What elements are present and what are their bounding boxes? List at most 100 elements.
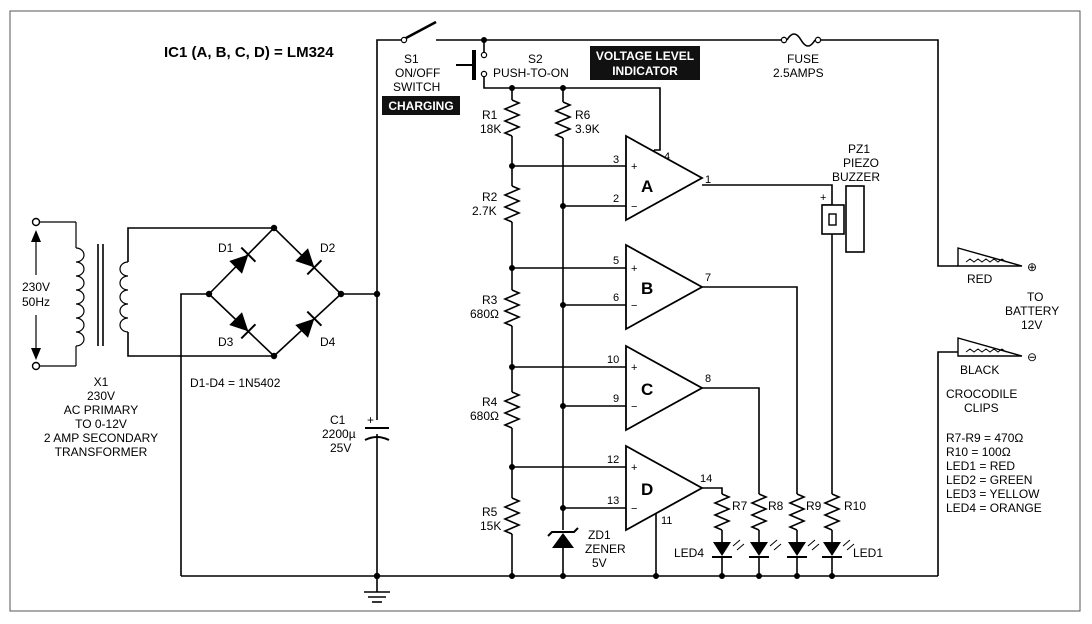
r7-label: R7	[732, 499, 748, 513]
transformer-x1: X1 230V AC PRIMARY TO 0-12V 2 AMP SECOND…	[44, 222, 158, 459]
charging-label: CHARGING	[388, 99, 453, 113]
legend-line-2: R10 = 100Ω	[946, 445, 1011, 459]
battery-line-1: TO	[1027, 290, 1043, 304]
c1-plus: +	[367, 413, 374, 427]
pin-9: 9	[613, 393, 619, 405]
d4-label: D4	[320, 335, 336, 349]
ac-input: 230V 50Hz	[22, 217, 76, 371]
r4-label: R4	[482, 395, 498, 409]
frame	[9, 10, 1081, 612]
fuse: FUSE 2.5AMPS	[773, 33, 824, 80]
x1-line-4: TO 0-12V	[75, 417, 127, 431]
pin-11: 11	[661, 515, 672, 527]
output-wiring	[702, 184, 833, 494]
s1-label: S1	[404, 52, 419, 66]
pz1-type: PIEZO	[843, 156, 879, 170]
r1-value: 18K	[480, 122, 501, 136]
ac-voltage-label: 230V	[22, 280, 50, 294]
pin-1: 1	[705, 174, 711, 186]
opamp-a-label: A	[641, 177, 653, 196]
pin-2: 2	[613, 193, 619, 205]
opamp-d-label: D	[641, 480, 653, 499]
switch-s2: S2 PUSH-TO-ON VOLTAGE LEVEL INDICATOR	[456, 37, 700, 80]
opamp-d-minus: −	[631, 503, 637, 515]
pin-6: 6	[613, 292, 619, 304]
opamp-b-label: B	[641, 279, 653, 298]
x1-label: X1	[94, 375, 109, 389]
s1-line-2: ON/OFF	[395, 66, 440, 80]
fuse-rating: 2.5AMPS	[773, 66, 824, 80]
pin-14: 14	[700, 473, 712, 485]
positive-terminal-icon: ⊕	[1027, 260, 1037, 274]
r5-value: 15K	[480, 519, 501, 533]
opamp-d: D + − 12 13 14 11	[512, 444, 712, 579]
opamp-c-minus: −	[631, 401, 637, 413]
pin-13: 13	[607, 495, 619, 507]
s2-output-bus	[483, 77, 661, 151]
crocodile-clip-red: ⊕ RED	[957, 247, 1037, 286]
opamp-b: B + − 5 6 7	[512, 243, 711, 331]
secondary-wiring	[127, 227, 274, 357]
x1-primary-voltage: 230V	[87, 389, 115, 403]
diode-note: D1-D4 = 1N5402	[190, 376, 281, 390]
opamp-c-label: C	[641, 380, 653, 399]
voltage-level-tag	[590, 46, 700, 80]
pin-3: 3	[613, 154, 619, 166]
c1-value: 2200µ	[322, 427, 356, 441]
x1-line-3: AC PRIMARY	[64, 403, 138, 417]
opamp-a-minus: −	[631, 201, 637, 213]
legend-line-5: LED3 = YELLOW	[946, 487, 1040, 501]
r10-label: R10	[844, 499, 866, 513]
r3-label: R3	[482, 293, 498, 307]
s2-line-2: PUSH-TO-ON	[493, 66, 569, 80]
opamp-a-plus: +	[631, 161, 637, 173]
pin-7: 7	[705, 272, 711, 284]
x1-line-5: 2 AMP SECONDARY	[44, 431, 158, 445]
legend-line-6: LED4 = ORANGE	[946, 501, 1042, 515]
legend-line-4: LED2 = GREEN	[946, 473, 1032, 487]
capacitor-c1: + C1 2200µ 25V	[322, 413, 390, 455]
opamp-a: A + − 3 2 4 1	[512, 134, 711, 222]
pz1-plus: +	[820, 192, 826, 204]
r6-value: 3.9K	[575, 122, 600, 136]
red-clip-label: RED	[967, 272, 993, 286]
bridge-rectifier: D1 D2 D3 D4 D1-D4 = 1N5402	[190, 224, 345, 390]
c1-label: C1	[330, 413, 346, 427]
charging-tag	[382, 96, 460, 115]
c1-voltage: 25V	[330, 441, 351, 455]
zd1-voltage: 5V	[592, 556, 607, 570]
legend-line-1: R7-R9 = 470Ω	[946, 431, 1023, 445]
main-supply-bus	[181, 39, 958, 577]
r5-label: R5	[482, 505, 498, 519]
ac-frequency-label: 50Hz	[22, 295, 50, 309]
pin-5: 5	[613, 255, 619, 267]
battery-line-2: BATTERY	[1005, 304, 1059, 318]
r4-value: 680Ω	[470, 409, 499, 423]
pin-10: 10	[607, 354, 619, 366]
d2-label: D2	[320, 241, 336, 255]
r2-value: 2.7K	[472, 204, 497, 218]
negative-terminal-icon: ⊖	[1027, 350, 1037, 364]
pin-8: 8	[705, 373, 711, 385]
bridge-negative-wire	[180, 293, 209, 576]
crocodile-clip-black: ⊖ BLACK	[957, 337, 1037, 377]
vli-line-2: INDICATOR	[612, 64, 678, 78]
piezo-buzzer-pz1: + PZ1 PIEZO BUZZER	[820, 142, 880, 253]
opamp-b-plus: +	[631, 263, 637, 275]
x1-line-6: TRANSFORMER	[55, 445, 148, 459]
zd1-type: ZENER	[585, 542, 626, 556]
r3-value: 680Ω	[470, 307, 499, 321]
opamp-b-minus: −	[631, 300, 637, 312]
opamp-d-plus: +	[631, 462, 637, 474]
clips-line-2: CLIPS	[964, 401, 999, 415]
component-legend: R7-R9 = 470Ω R10 = 100Ω LED1 = RED LED2 …	[946, 431, 1042, 515]
d3-label: D3	[218, 335, 234, 349]
zd1-label: ZD1	[588, 528, 611, 542]
pz1-buzzer: BUZZER	[832, 170, 880, 184]
led1-label: LED1	[853, 546, 883, 560]
pin-4: 4	[664, 151, 670, 163]
led4-label: LED4	[674, 546, 704, 560]
pz1-label: PZ1	[848, 142, 870, 156]
fuse-label: FUSE	[787, 52, 819, 66]
